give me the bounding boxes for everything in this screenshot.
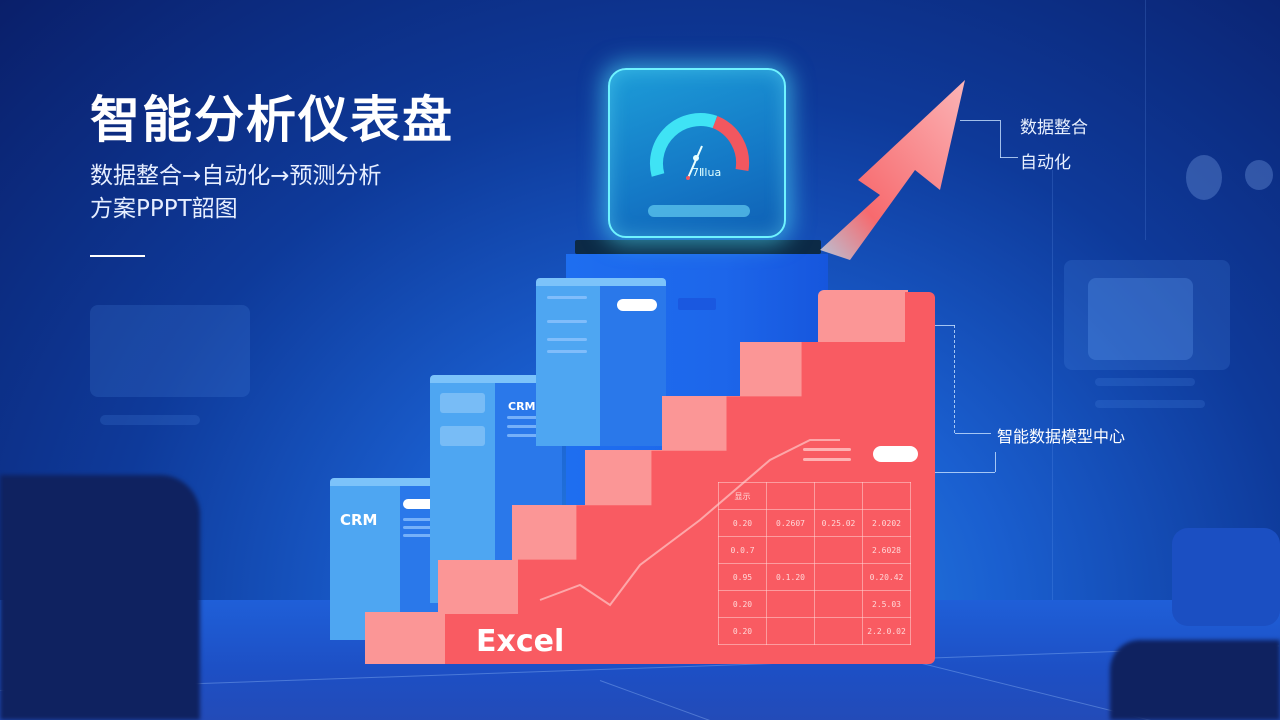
server-back-right — [600, 286, 666, 446]
foreground-chair-right — [1110, 640, 1280, 720]
table-cell: 0.2607 — [766, 509, 815, 537]
callout-connector — [1000, 120, 1001, 158]
table-cell: 显示 — [718, 482, 767, 510]
table-cell: 0.20 — [718, 617, 767, 645]
gauge-progress-bar — [648, 205, 750, 217]
pedestal-top — [575, 240, 821, 254]
callout-connector — [1000, 157, 1018, 158]
server-back-line — [547, 350, 587, 353]
table-cell — [814, 563, 863, 591]
server-back-line — [547, 338, 587, 341]
table-cell — [766, 536, 815, 564]
table-cell: 0.20 — [718, 509, 767, 537]
server-front-line — [403, 534, 445, 537]
stair-step-7 — [818, 290, 908, 344]
table-cell — [814, 482, 863, 510]
bg-blob-2 — [1245, 160, 1273, 190]
title-divider — [90, 255, 145, 257]
data-table: 显示 0.20 0.2607 0.25.02 2.0202 0.0.7 2.60… — [718, 482, 911, 645]
table-row: 0.0.7 2.6028 — [718, 536, 911, 564]
bg-panel-right — [1064, 260, 1230, 370]
table-cell — [766, 482, 815, 510]
bg-bar-right-1 — [1095, 378, 1195, 386]
bg-blob-1 — [1186, 155, 1222, 200]
server-back-slot — [617, 299, 657, 311]
stair-column — [905, 292, 935, 352]
table-cell: 0.1.20 — [766, 563, 815, 591]
server-front-line — [403, 526, 445, 529]
table-cell — [814, 536, 863, 564]
table-cell — [814, 590, 863, 618]
callout-automation: 自动化 — [1020, 153, 1071, 173]
stair-text-line — [803, 458, 851, 461]
stair-toggle-pill — [873, 446, 918, 462]
foreground-chair-left — [0, 475, 200, 720]
callout-model-center: 智能数据模型中心 — [997, 427, 1126, 446]
server-mid-line — [507, 425, 549, 428]
table-cell: 2.0202 — [862, 509, 911, 537]
table-cell: 0.25.02 — [814, 509, 863, 537]
server-label-crm: CRM — [340, 511, 378, 529]
table-cell — [766, 590, 815, 618]
trend-line-icon — [539, 439, 840, 607]
stair-text-line — [803, 448, 851, 451]
subtitle-line-2: 方案PPPT韶图 — [90, 196, 238, 222]
table-cell — [814, 617, 863, 645]
stair-step-2 — [438, 560, 518, 614]
server-front-slot — [403, 499, 441, 509]
server-label-crm: CRM — [508, 400, 536, 413]
background-chair-right — [1172, 528, 1280, 626]
callout-connector — [935, 325, 955, 326]
server-mid-panel — [440, 426, 485, 446]
gauge-value: 7Ⅱlua — [692, 166, 722, 179]
table-row: 0.20 2.2.0.02 — [718, 617, 911, 645]
bg-vline-1 — [1145, 0, 1146, 240]
server-mid-panel — [440, 393, 485, 413]
stair-step-1 — [365, 612, 445, 664]
table-cell: 0.20.42 — [862, 563, 911, 591]
table-cell: 2.6028 — [862, 536, 911, 564]
gauge-card: 7Ⅱlua — [608, 68, 786, 238]
callout-connector-dashed — [954, 325, 955, 433]
server-back-line — [547, 320, 587, 323]
server-mid-top — [430, 375, 562, 385]
table-row: 显示 — [718, 482, 911, 510]
table-cell: 0.95 — [718, 563, 767, 591]
bg-bar-right-2 — [1095, 400, 1205, 408]
callout-connector — [955, 433, 991, 434]
callout-connector — [960, 120, 1000, 121]
slide-title: 智能分析仪表盘 — [90, 91, 454, 149]
bg-panel-right-inner — [1088, 278, 1193, 360]
speedometer-icon — [649, 113, 750, 180]
server-back-left — [536, 286, 600, 446]
table-row: 0.95 0.1.20 0.20.42 — [718, 563, 911, 591]
server-back-chip — [678, 298, 716, 310]
server-front-top — [330, 478, 458, 488]
slide-subtitle: 数据整合→自动化→预测分析 方案PPPT韶图 — [90, 160, 382, 226]
table-cell: 2.5.03 — [862, 590, 911, 618]
table-cell — [766, 617, 815, 645]
table-row: 0.20 2.5.03 — [718, 590, 911, 618]
bg-panel-left — [90, 305, 250, 397]
excel-label: Excel — [476, 624, 565, 659]
server-front-line — [403, 518, 445, 521]
table-cell: 2.2.0.02 — [862, 617, 911, 645]
callout-connector — [995, 452, 996, 472]
bg-panel-left-bar — [100, 415, 200, 425]
table-cell: 0.20 — [718, 590, 767, 618]
growth-arrow-icon — [820, 80, 965, 260]
table-row: 0.20 0.2607 0.25.02 2.0202 — [718, 509, 911, 537]
server-back-top — [536, 278, 666, 288]
bg-vline-2 — [1052, 170, 1053, 610]
callout-connector — [935, 472, 995, 473]
table-cell: 0.0.7 — [718, 536, 767, 564]
callout-data-integration: 数据整合 — [1020, 118, 1088, 138]
server-mid-line — [507, 416, 549, 419]
server-back-line — [547, 296, 587, 299]
subtitle-line-1: 数据整合→自动化→预测分析 — [90, 163, 382, 189]
server-mid-line — [507, 434, 549, 437]
table-cell — [862, 482, 911, 510]
